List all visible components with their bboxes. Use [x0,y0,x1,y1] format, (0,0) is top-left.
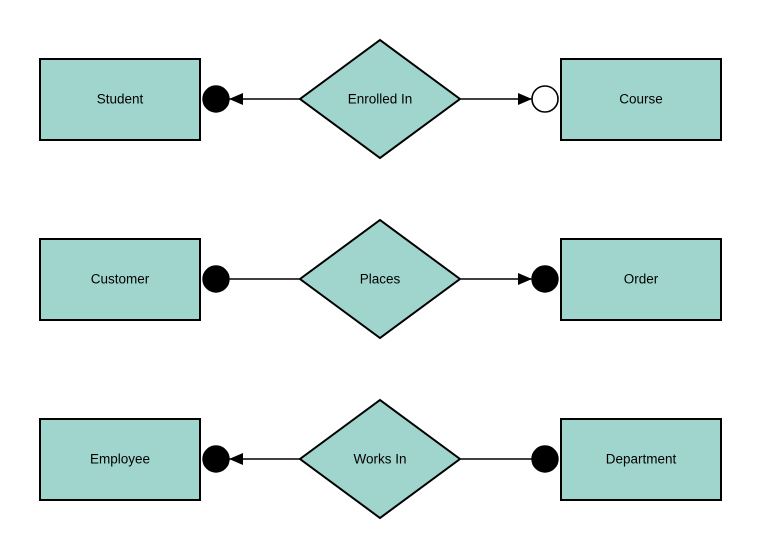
entity-box-department[interactable] [560,418,722,501]
arrowhead-left-row1 [229,93,243,105]
entity-box-student[interactable] [39,58,201,141]
entity-box-order[interactable] [560,238,722,321]
cardinality-dot-row3-left[interactable] [202,445,230,473]
cardinality-dot-row1-right[interactable] [531,85,559,113]
entity-box-employee[interactable] [39,418,201,501]
arrowhead-right-row1 [518,93,532,105]
cardinality-dot-row2-right[interactable] [531,265,559,293]
relationship-group-row-3: Employee Works In Department [39,398,722,520]
relationship-diamond-works-in[interactable] [298,398,462,520]
cardinality-dot-row3-right[interactable] [531,445,559,473]
entity-box-course[interactable] [560,58,722,141]
entity-box-customer[interactable] [39,238,201,321]
cardinality-dot-row1-left[interactable] [202,85,230,113]
relationship-group-row-2: Customer Places Order [39,218,722,340]
relationship-diamond-places[interactable] [298,218,462,340]
cardinality-dot-row2-left[interactable] [202,265,230,293]
relationship-group-row-1: Student Enrolled In Course [39,38,722,160]
arrowhead-left-row3 [229,453,243,465]
arrowhead-right-row2 [518,273,532,285]
relationship-diamond-enrolled-in[interactable] [298,38,462,160]
